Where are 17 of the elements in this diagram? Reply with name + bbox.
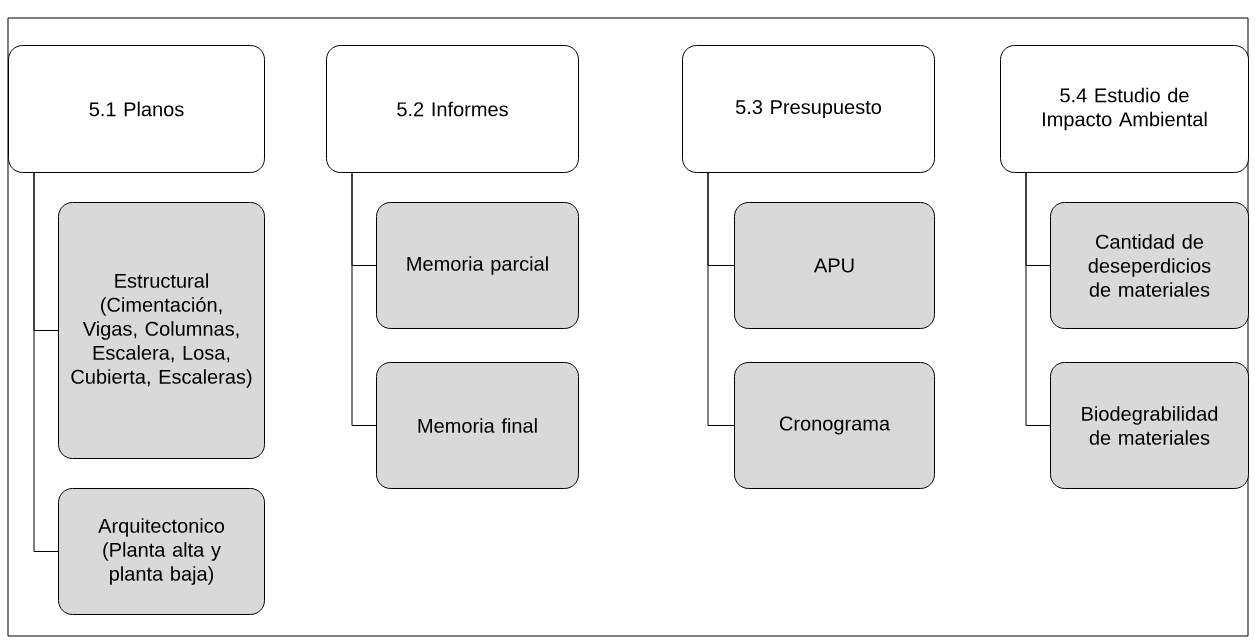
item-box: APU	[734, 202, 935, 329]
item-box: Cantidad de deseperdicios de materiales	[1050, 202, 1249, 329]
connector-line	[33, 172, 59, 552]
connector-line	[351, 172, 377, 426]
node-label: 5.4 Estudio de Impacto Ambiental	[1042, 87, 1207, 131]
connector-line	[1025, 172, 1051, 426]
connector-line	[707, 172, 735, 426]
item-box: Memoria parcial	[376, 202, 579, 329]
item-box: Biodegrabilidad de materiales	[1050, 362, 1249, 489]
item-box: Estructural (Cimentación, Vigas, Columnas, Escalera, Losa, Cubierta, Escaleras)	[58, 202, 265, 459]
heading-box: 5.3 Presupuesto	[682, 45, 935, 173]
heading-box: 5.4 Estudio de Impacto Ambiental	[1000, 45, 1249, 173]
item-box: Memoria final	[376, 362, 579, 489]
item-box: Arquitectonico (Planta alta y planta baja)	[58, 488, 265, 615]
item-box: Cronograma	[734, 362, 935, 489]
heading-box: 5.1 Planos	[8, 45, 265, 173]
heading-box: 5.2 Informes	[326, 45, 579, 173]
